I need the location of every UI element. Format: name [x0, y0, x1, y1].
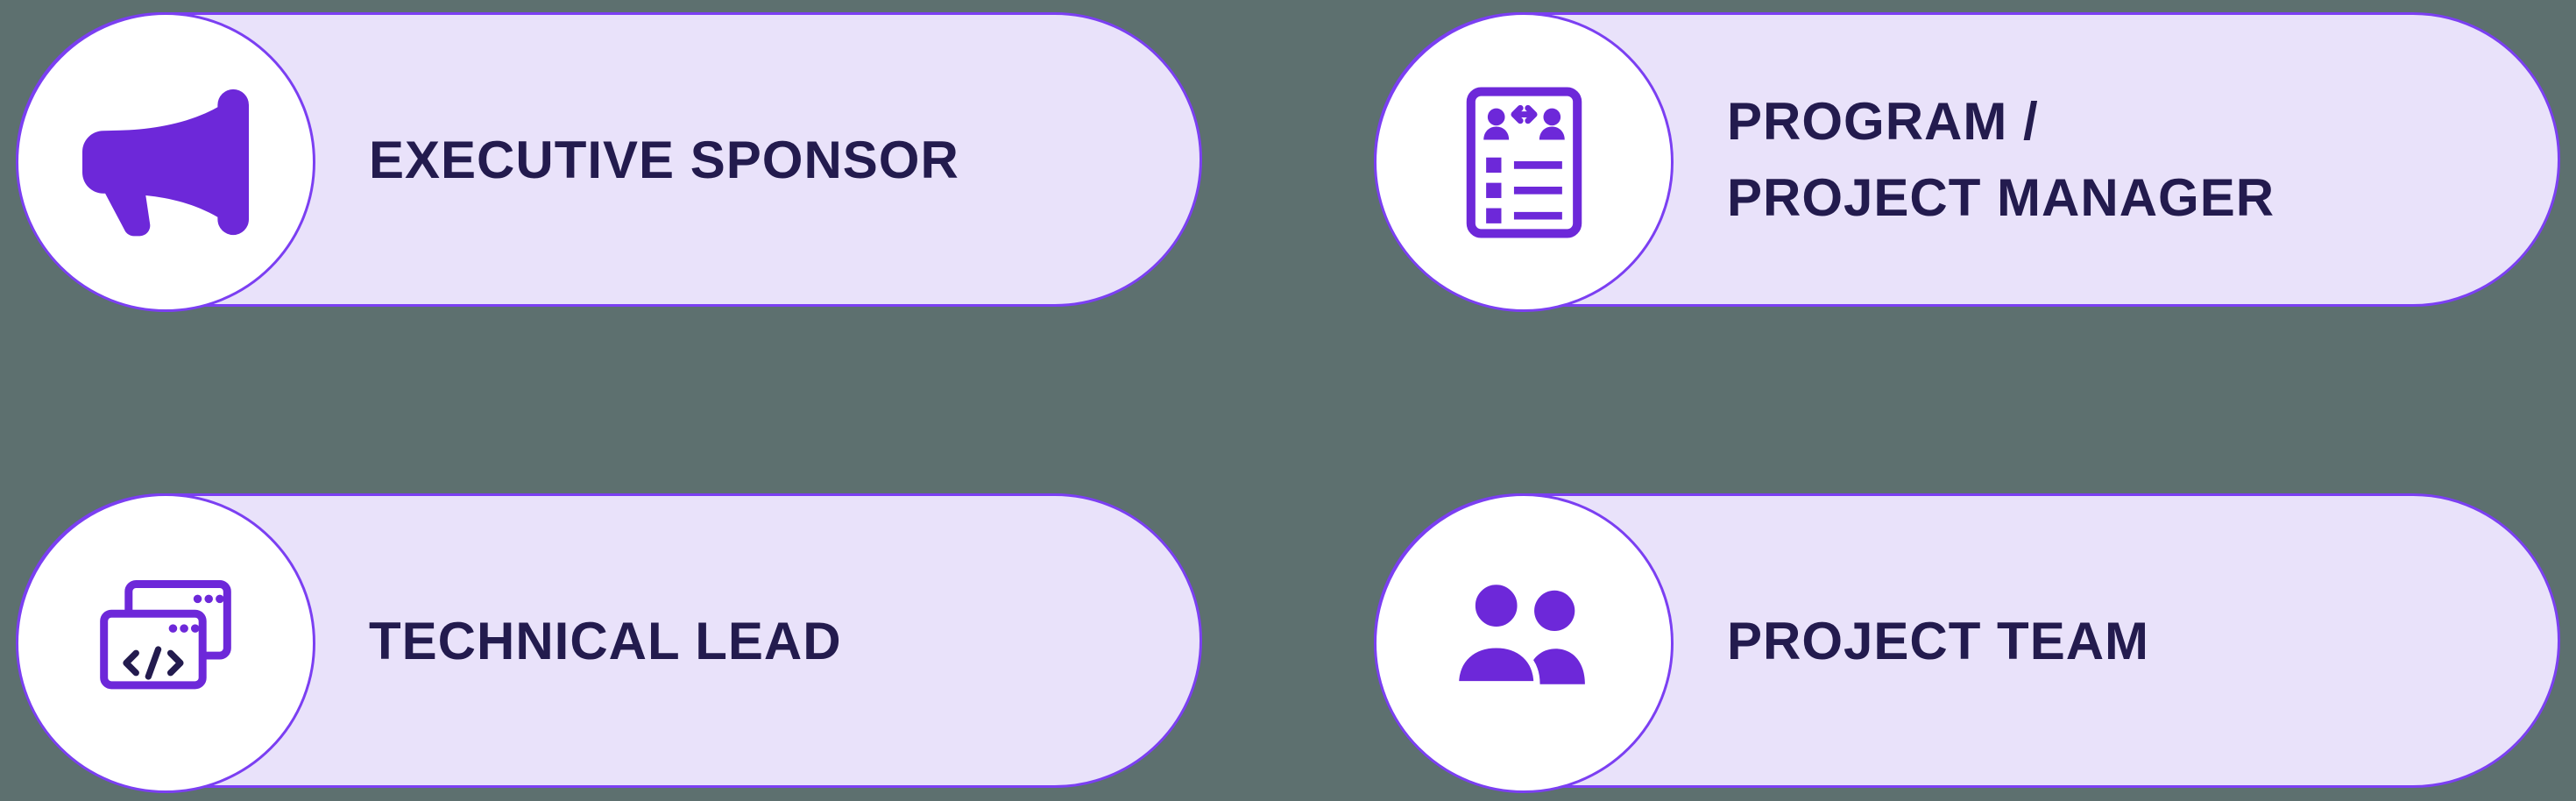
role-card-program-project-manager: PROGRAM / PROJECT MANAGER	[1374, 12, 2560, 312]
role-label: PROGRAM / PROJECT MANAGER	[1727, 92, 2275, 227]
role-card-technical-lead: TECHNICAL LEAD	[16, 493, 1202, 793]
role-label: EXECUTIVE SPONSOR	[369, 130, 959, 189]
icon-circle	[16, 493, 315, 793]
role-card-executive-sponsor: EXECUTIVE SPONSOR	[16, 12, 1202, 312]
icon-circle	[1374, 12, 1674, 312]
megaphone-icon	[82, 79, 249, 245]
role-label: TECHNICAL LEAD	[369, 611, 842, 670]
role-card-project-team: PROJECT TEAM	[1374, 493, 2560, 793]
icon-circle	[16, 12, 315, 312]
stakeholder-checklist-icon	[1443, 82, 1605, 244]
role-label: PROJECT TEAM	[1727, 611, 2150, 670]
icon-circle	[1374, 493, 1674, 793]
code-windows-icon	[87, 564, 244, 722]
people-icon	[1443, 563, 1605, 725]
